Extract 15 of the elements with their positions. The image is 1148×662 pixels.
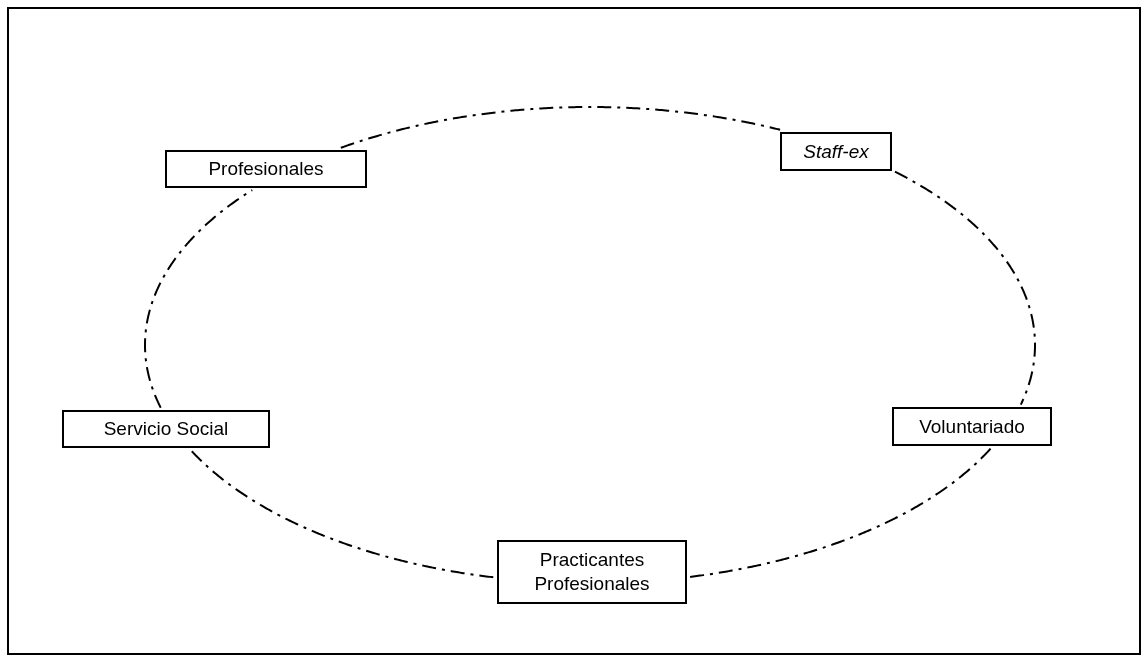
role-box bbox=[497, 540, 687, 604]
role-box bbox=[892, 407, 1052, 446]
dash-dot-connector bbox=[893, 170, 1036, 406]
dash-dot-connector bbox=[144, 189, 254, 409]
dash-dot-connector bbox=[190, 449, 495, 579]
role-box bbox=[62, 410, 270, 448]
role-label: Voluntariado bbox=[919, 414, 1025, 439]
role-label: Staff-ex bbox=[803, 139, 869, 164]
role-box bbox=[780, 132, 892, 171]
role-box bbox=[165, 150, 367, 188]
role-label: Profesionales bbox=[208, 157, 324, 181]
dash-dot-connector bbox=[688, 447, 992, 578]
role-label: Practicantes Profesionales bbox=[533, 548, 651, 596]
dash-dot-connector bbox=[339, 106, 782, 149]
role-label: Servicio Social bbox=[103, 417, 229, 441]
